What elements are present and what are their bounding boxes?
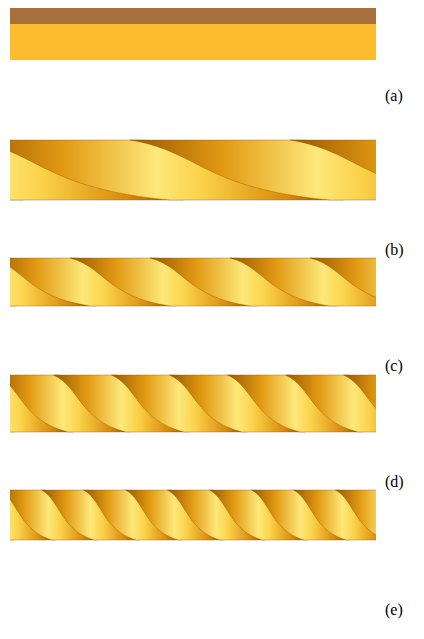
- ribbon-strand: [344, 375, 377, 432]
- panel-label: (a): [385, 88, 403, 104]
- twisted-ribbon: [10, 490, 376, 540]
- ribbon-strand: [336, 490, 377, 540]
- twisted-ribbon: [10, 375, 376, 432]
- panel-label: (b): [385, 242, 404, 258]
- panel-label: (e): [385, 602, 403, 618]
- panel-label: (d): [385, 474, 404, 490]
- ribbon-strand: [310, 258, 376, 306]
- ribbon-strand: [290, 140, 376, 200]
- strip-face: [10, 24, 376, 60]
- twisted-ribbon: [10, 140, 376, 200]
- twisted-ribbon: [10, 258, 376, 306]
- strip-edge: [10, 8, 376, 24]
- panel-label: (c): [385, 358, 403, 374]
